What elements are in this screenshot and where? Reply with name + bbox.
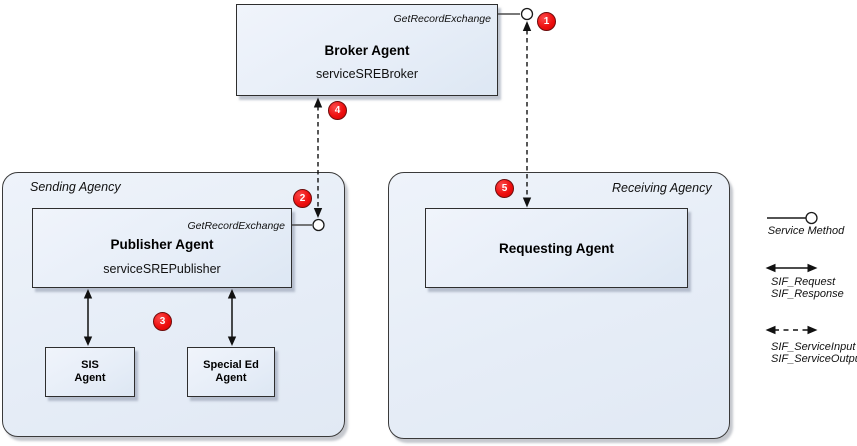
arrowhead-up-to-broker-service xyxy=(522,21,532,31)
step-badge-4: 4 xyxy=(328,101,347,120)
publisher-agent-title: Publisher Agent xyxy=(110,237,214,252)
requesting-agent-node: Requesting Agent xyxy=(425,208,688,288)
legend-service-method-label: Service Method xyxy=(767,225,845,237)
broker-lollipop-circle-icon xyxy=(520,7,534,21)
step-badge-5: 5 xyxy=(495,179,514,198)
publisher-interface-label: GetRecordExchange xyxy=(187,220,285,232)
publisher-agent-node: GetRecordExchange Publisher Agent servic… xyxy=(32,208,292,288)
special-ed-agent-line2: Agent xyxy=(215,372,247,384)
publisher-agent-subtitle: serviceSREPublisher xyxy=(103,262,221,276)
receiving-agency-label: Receiving Agency xyxy=(612,181,712,195)
step-badge-3: 3 xyxy=(153,312,172,331)
sis-agent-line1: SIS xyxy=(81,359,99,371)
special-ed-agent-label: Special Ed Agent xyxy=(188,359,274,385)
broker-interface-label: GetRecordExchange xyxy=(393,13,491,25)
legend-lollipop-circle-icon xyxy=(805,211,818,225)
legend-sif-service-input-label: SIF_ServiceInput xyxy=(771,341,856,353)
special-ed-agent-line1: Special Ed xyxy=(203,359,259,371)
legend-sif-service-output-label: SIF_ServiceOutput xyxy=(771,353,857,365)
legend-request-arrowhead-left xyxy=(765,263,776,273)
step-badge-1: 1 xyxy=(537,12,556,31)
broker-agent-node: GetRecordExchange Broker Agent serviceSR… xyxy=(236,4,498,96)
arrowhead-up-to-broker xyxy=(313,97,323,108)
sis-agent-line2: Agent xyxy=(74,372,106,384)
sis-agent-label: SIS Agent xyxy=(46,359,134,385)
sending-agency-label: Sending Agency xyxy=(30,180,121,194)
special-ed-agent-node: Special Ed Agent xyxy=(187,347,275,397)
step-badge-2: 2 xyxy=(293,189,312,208)
sis-agent-node: SIS Agent xyxy=(45,347,135,397)
legend-sif-request-label: SIF_Request xyxy=(771,276,836,288)
broker-agent-title: Broker Agent xyxy=(324,43,410,58)
legend-sif-response-label: SIF_Response xyxy=(771,288,844,300)
legend-service-arrowhead-left xyxy=(765,325,776,335)
requesting-agent-title: Requesting Agent xyxy=(498,241,614,256)
legend-service-arrowhead-right xyxy=(807,325,818,335)
legend-request-arrowhead-right xyxy=(807,263,818,273)
broker-agent-subtitle: serviceSREBroker xyxy=(315,67,419,81)
